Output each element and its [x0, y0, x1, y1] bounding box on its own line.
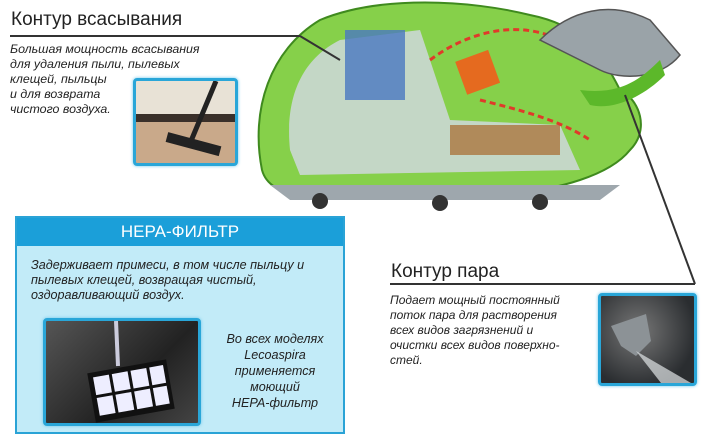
steam-nozzle-icon: [611, 314, 691, 383]
motor-block: [345, 30, 405, 100]
steam-element: [455, 49, 501, 95]
handle-connector: [538, 8, 681, 77]
text-line: чистого воздуха.: [10, 102, 111, 116]
text-line: Задерживает примеси, в том числе пыльцу …: [31, 258, 305, 272]
suction-description: Большая мощность всасывания для удаления…: [10, 42, 200, 117]
suction-title: Контур всасывания: [11, 9, 183, 30]
hepa-filter-photo: [43, 318, 201, 426]
wheel-right: [532, 194, 548, 210]
text-line: оздоравливающий воздух.: [31, 288, 185, 302]
steam-pointer-line-2: [624, 94, 696, 285]
hepa-filter-panel: НЕРА-ФИЛЬТР Задерживает примеси, в том ч…: [15, 216, 345, 434]
carpet-vacuum-photo: [133, 78, 238, 166]
green-accent: [580, 60, 665, 107]
text-line: Во всех моделях: [226, 332, 324, 346]
text-line: очистки всех видов поверхно-: [390, 338, 560, 352]
steam-nozzle-photo: [598, 293, 697, 386]
text-line: и для возврата: [10, 87, 101, 101]
text-line: моющий: [250, 380, 300, 394]
text-line: HEPA-фильтр: [231, 396, 319, 410]
text-line: всех видов загрязнений и: [390, 323, 534, 337]
vacuum-brush-icon: [165, 81, 222, 157]
text-line: Большая мощность всасывания: [10, 42, 200, 56]
hepa-description: Задерживает примеси, в том числе пыльцу …: [31, 258, 304, 303]
text-line: стей.: [390, 353, 423, 367]
text-line: Подает мощный постоянный: [390, 293, 560, 307]
filter-icon: [87, 321, 175, 423]
steam-title: Контур пара: [391, 261, 500, 282]
hepa-note: Во всех моделях Lecoaspira применяется м…: [205, 331, 345, 411]
text-line: клещей, пыльцы: [10, 72, 107, 86]
text-line: применяется: [234, 364, 316, 378]
base-tray: [270, 185, 620, 200]
hepa-title: НЕРА-ФИЛЬТР: [17, 218, 343, 246]
wheel-left: [312, 193, 328, 209]
text-line: поток пара для растворения: [390, 308, 557, 322]
text-line: Lecoaspira: [244, 348, 306, 362]
boiler: [450, 125, 560, 155]
text-line: для удаления пыли, пылевых: [10, 57, 180, 71]
steam-description: Подает мощный постоянный поток пара для …: [390, 293, 560, 368]
wheel-center: [432, 195, 448, 211]
suction-pointer-line-2: [299, 35, 341, 61]
text-line: пылевых клещей, возвращая чистый,: [31, 273, 257, 287]
